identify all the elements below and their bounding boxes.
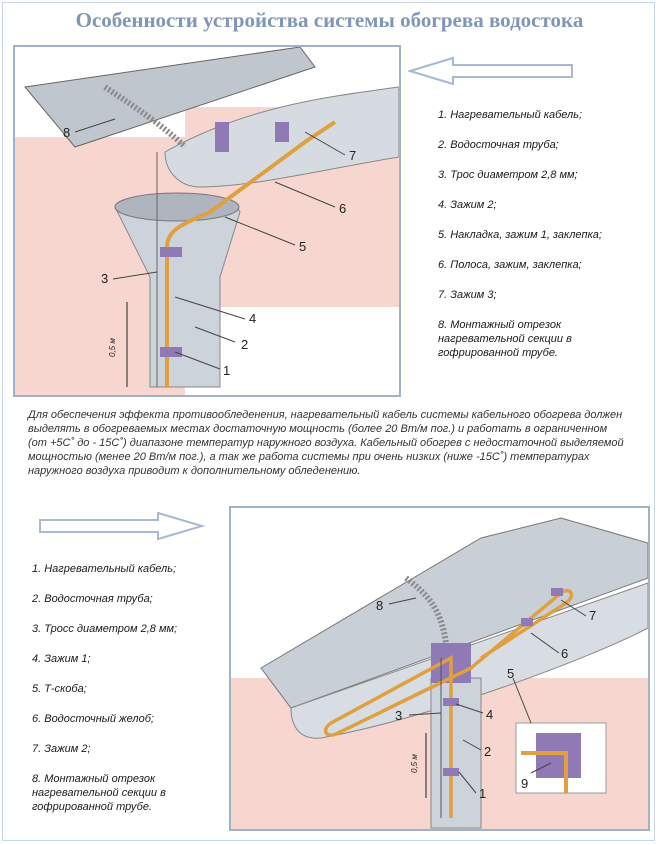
callout-4: 4 [486, 707, 493, 722]
bottom-legend: 1. Нагревательный кабель; 2. Водосточная… [32, 562, 232, 822]
clamp [160, 347, 182, 357]
callout-lines [74, 118, 346, 370]
description-paragraph: Для обеспечения эффекта противообледенен… [28, 409, 624, 477]
top-diagram-panel: 0,5 м 8 3 1 2 4 5 6 7 [13, 45, 401, 397]
clamp-strip [215, 122, 229, 152]
top-diagram: 0,5 м 8 3 1 2 4 5 6 7 [15, 47, 399, 395]
legend-item: 1. Нагревательный кабель; [438, 109, 583, 121]
callout-3: 3 [101, 271, 108, 286]
callout-5: 5 [507, 666, 514, 681]
downpipe-mouth [114, 192, 240, 222]
legend-item: 5. Накладка, зажим 1, заклепка; [438, 229, 602, 241]
legend-item: 8. Монтажный отрезок нагревательной секц… [32, 773, 166, 813]
legend-item: 5. Т-скоба; [32, 683, 87, 695]
legend-item: 8. Монтажный отрезок нагревательной секц… [438, 319, 572, 359]
top-legend: 1. Нагревательный кабель; 2. Водосточная… [438, 108, 648, 368]
callout-1: 1 [223, 363, 230, 378]
legend-item: 6. Водосточный желоб; [32, 713, 154, 725]
clamp [443, 698, 459, 706]
legend-item: 7. Зажим 2; [32, 743, 91, 755]
callout-7: 7 [349, 148, 356, 163]
callout-8: 8 [376, 598, 383, 613]
clamp [551, 588, 563, 596]
clamp [521, 618, 533, 626]
dimension-label: 0,5 м [108, 338, 117, 357]
legend-item: 3. Трос диаметром 2,8 мм; [438, 169, 578, 181]
clamp [443, 768, 459, 776]
bottom-diagram-panel: 0,5 м 8 3 4 2 1 5 6 7 9 [229, 506, 650, 831]
heating-cable [323, 588, 574, 818]
legend-item: 7. Зажим 3; [438, 289, 497, 301]
bottom-diagram: 0,5 м 8 3 4 2 1 5 6 7 9 [231, 517, 648, 829]
callout-1: 1 [479, 786, 486, 801]
arrow-left [408, 56, 573, 86]
callout-8: 8 [63, 125, 70, 140]
legend-item: 2. Водосточная труба; [32, 593, 153, 605]
callout-2: 2 [484, 744, 491, 759]
callout-7: 7 [589, 608, 596, 623]
corrugated-tube [103, 84, 188, 150]
callout-lines [388, 597, 587, 794]
arrow-right [39, 511, 206, 541]
callout-2: 2 [241, 337, 248, 352]
legend-item: 2. Водосточная труба; [438, 139, 559, 151]
heating-cable [165, 120, 337, 387]
legend-item: 1. Нагревательный кабель; [32, 563, 177, 575]
callout-4: 4 [249, 311, 256, 326]
callout-3: 3 [395, 708, 402, 723]
callout-6: 6 [339, 201, 346, 216]
detail-bracket [536, 733, 581, 778]
page-title: Особенности устройства системы обогрева … [75, 8, 584, 32]
legend-item: 3. Тросс диаметром 2,8 мм; [32, 623, 178, 635]
dimension-label: 0,5 м [410, 754, 419, 773]
roof-slab [24, 47, 316, 148]
corrugated-tube [404, 575, 449, 644]
detail-cable [521, 751, 568, 793]
clamp [160, 247, 182, 257]
legend-item: 6. Полоса, зажим, заклепка; [438, 259, 582, 271]
legend-item: 4. Зажим 1; [32, 653, 91, 665]
callout-9: 9 [521, 776, 528, 791]
legend-item: 4. Зажим 2; [438, 199, 497, 211]
callout-5: 5 [299, 239, 306, 254]
clamp-strip [275, 122, 289, 142]
callout-6: 6 [561, 646, 568, 661]
